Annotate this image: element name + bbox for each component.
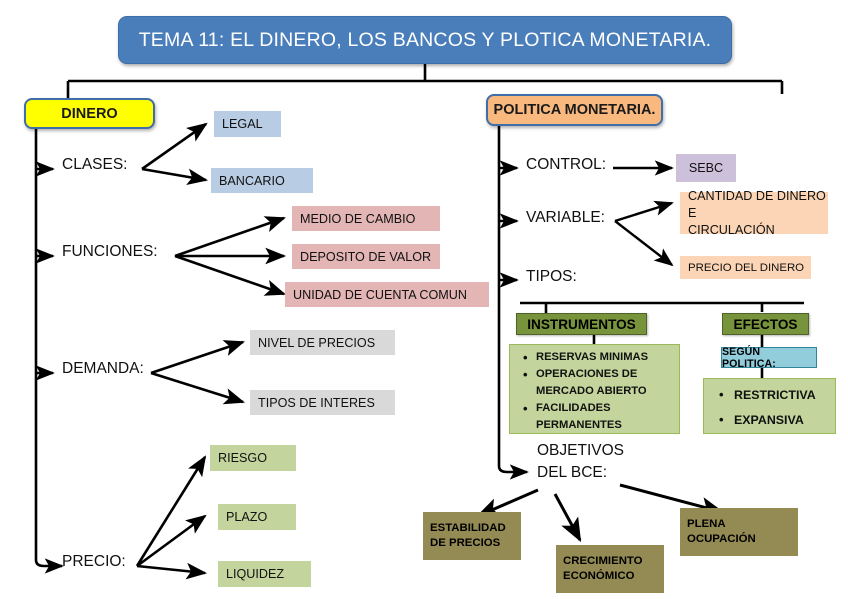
plena-line1: PLENA: [687, 517, 726, 530]
plena-line2: OCUPACIÓN: [687, 533, 756, 545]
crecimiento-line1: CRECIMIENTO: [563, 554, 643, 567]
branch-label-tipos: TIPOS:: [526, 268, 577, 285]
branch-label-clases: CLASES:: [62, 156, 128, 173]
root-node-politica-monetaria[interactable]: POLITICA MONETARIA.: [486, 94, 663, 126]
panel-header-instrumentos[interactable]: INSTRUMENTOS: [516, 313, 647, 335]
estabilidad-line1: ESTABILIDAD: [430, 521, 506, 534]
node-nivel-de-precios[interactable]: NIVEL DE PRECIOS: [250, 330, 395, 355]
node-riesgo[interactable]: RIESGO: [210, 445, 296, 471]
node-legal[interactable]: LEGAL: [214, 111, 281, 137]
node-tipos-de-interes[interactable]: TIPOS DE INTERES: [250, 390, 395, 415]
branch-label-demanda: DEMANDA:: [62, 360, 144, 377]
node-crecimiento-economico[interactable]: CRECIMIENTO ECONÓMICO: [563, 554, 643, 585]
branch-label-funciones: FUNCIONES:: [62, 243, 158, 260]
list-item: RESTRICTIVA: [719, 382, 816, 408]
list-item: RESERVAS MINIMAS: [523, 348, 648, 368]
node-unidad-de-cuenta-comun[interactable]: UNIDAD DE CUENTA COMUN: [285, 282, 489, 307]
panel-body-instrumentos: RESERVAS MINIMAS OPERACIONES DE MERCADO …: [509, 344, 680, 434]
page-title: TEMA 11: EL DINERO, LOS BANCOS Y PLOTICA…: [118, 16, 732, 64]
branch-label-variable: VARIABLE:: [526, 209, 605, 226]
panel-subheader-segun-politica[interactable]: SEGÚN POLITICA:: [721, 346, 817, 370]
panel-body-efectos: RESTRICTIVA EXPANSIVA: [703, 378, 836, 434]
node-precio-del-dinero[interactable]: PRECIO DEL DINERO: [680, 256, 811, 279]
efectos-list: RESTRICTIVA EXPANSIVA: [704, 379, 816, 433]
instrumentos-list: RESERVAS MINIMAS OPERACIONES DE MERCADO …: [510, 345, 648, 434]
node-cantidad-line2: CIRCULACIÓN: [688, 222, 775, 237]
node-cantidad-line1: CANTIDAD DE DINERO E: [688, 188, 826, 220]
list-item: OPERACIONES DE MERCADO ABIERTO: [523, 365, 648, 400]
branch-label-control: CONTROL:: [526, 156, 607, 173]
node-bancario[interactable]: BANCARIO: [211, 168, 313, 193]
list-item: EXPANSIVA: [719, 407, 816, 433]
node-deposito-de-valor[interactable]: DEPOSITO DE VALOR: [292, 244, 440, 269]
node-liquidez[interactable]: LIQUIDEZ: [218, 561, 311, 587]
list-item: FACILIDADES PERMANENTES: [523, 399, 648, 434]
node-estabilidad-de-precios[interactable]: ESTABILIDAD DE PRECIOS: [430, 521, 506, 552]
root-node-dinero[interactable]: DINERO: [24, 98, 155, 129]
panel-header-efectos[interactable]: EFECTOS: [722, 313, 809, 335]
objetivos-del-bce-label: OBJETIVOS DEL BCE:: [537, 440, 624, 485]
objetivos-line2: DEL BCE:: [537, 464, 608, 482]
objetivos-line1: OBJETIVOS: [537, 442, 624, 459]
node-sebc[interactable]: SEBC: [676, 154, 736, 182]
branch-label-precio: PRECIO:: [62, 553, 126, 570]
node-plena-ocupacion[interactable]: PLENA OCUPACIÓN: [687, 517, 756, 548]
crecimiento-line2: ECONÓMICO: [563, 570, 635, 582]
node-medio-de-cambio[interactable]: MEDIO DE CAMBIO: [292, 206, 440, 231]
node-plazo[interactable]: PLAZO: [218, 504, 296, 530]
estabilidad-line2: DE PRECIOS: [430, 537, 501, 549]
node-cantidad-de-dinero[interactable]: CANTIDAD DE DINERO E CIRCULACIÓN: [688, 188, 828, 239]
